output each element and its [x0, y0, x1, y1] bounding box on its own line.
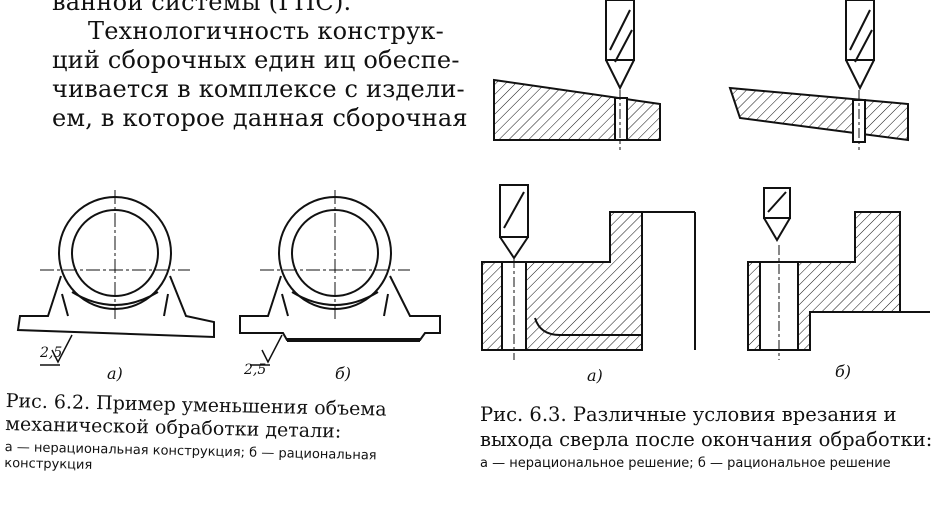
body-line: ций сборочных един иц обеспе- — [52, 46, 460, 74]
figure-6-2-drawing — [0, 190, 470, 390]
figure-6-3-label-a: а) — [587, 366, 603, 385]
figure-6-3-drawing — [470, 0, 940, 370]
figure-6-3-label-b: б) — [835, 362, 852, 381]
body-line: ванной системы (ГПС). — [52, 0, 352, 16]
figure-6-3-caption-legend: а — нерациональное решение; б — рационал… — [480, 456, 891, 471]
figure-6-2-label-b: б) — [335, 364, 352, 383]
drill-top-b — [845, 0, 875, 91]
housing-b — [239, 196, 441, 342]
figure-6-2-caption: Рис. 6.2. Пример уменьшения объема механ… — [4, 390, 446, 482]
figure-6-3-caption-title: Рис. 6.3. Различные условия врезания и в… — [480, 403, 933, 451]
figure-6-2-svg — [16, 190, 441, 366]
drill-top-a — [605, 0, 635, 91]
figure-6-2-label-a: а) — [107, 364, 123, 383]
housing-a — [16, 196, 215, 339]
body-line: чивается в комплексе с издели- — [52, 75, 465, 103]
body-line: ем, в которое данная сборочная — [52, 104, 468, 132]
figure-6-3-svg — [481, 0, 930, 360]
roughness-label: 2,5 — [40, 345, 63, 361]
figure-6-2-caption-legend: а — нерациональная конструкция; б — раци… — [4, 439, 377, 473]
drill-bottom-a — [499, 184, 529, 260]
drill-bottom-b — [763, 187, 791, 242]
body-line: Технологичность конструк- — [88, 17, 444, 45]
figure-6-3-caption: Рис. 6.3. Различные условия врезания и в… — [480, 402, 940, 472]
roughness-label: 2,5 — [244, 362, 267, 378]
body-paragraph: ванной системы (ГПС). Технологичность ко… — [52, 0, 468, 133]
figure-6-2-caption-title: Рис. 6.2. Пример уменьшения объема механ… — [4, 390, 387, 443]
